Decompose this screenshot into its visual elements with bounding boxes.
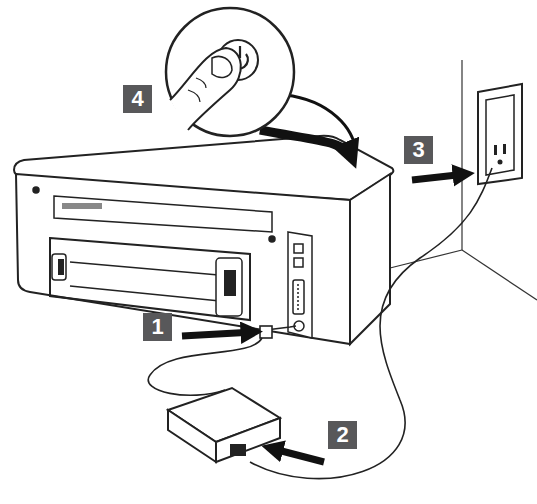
callout-number: 2: [328, 421, 357, 449]
printer-rear: [16, 174, 350, 344]
callout-number: 4: [123, 85, 152, 113]
power-button-closeup: [166, 8, 355, 158]
action-arrows: [182, 174, 466, 462]
printer-details: [33, 187, 312, 338]
power-adapter: [168, 388, 280, 462]
wall-outlet: [478, 84, 522, 184]
callout-number: 1: [143, 313, 172, 341]
power-cord: [148, 168, 492, 479]
callout-number: 3: [404, 136, 433, 164]
printer-side: [350, 174, 390, 344]
